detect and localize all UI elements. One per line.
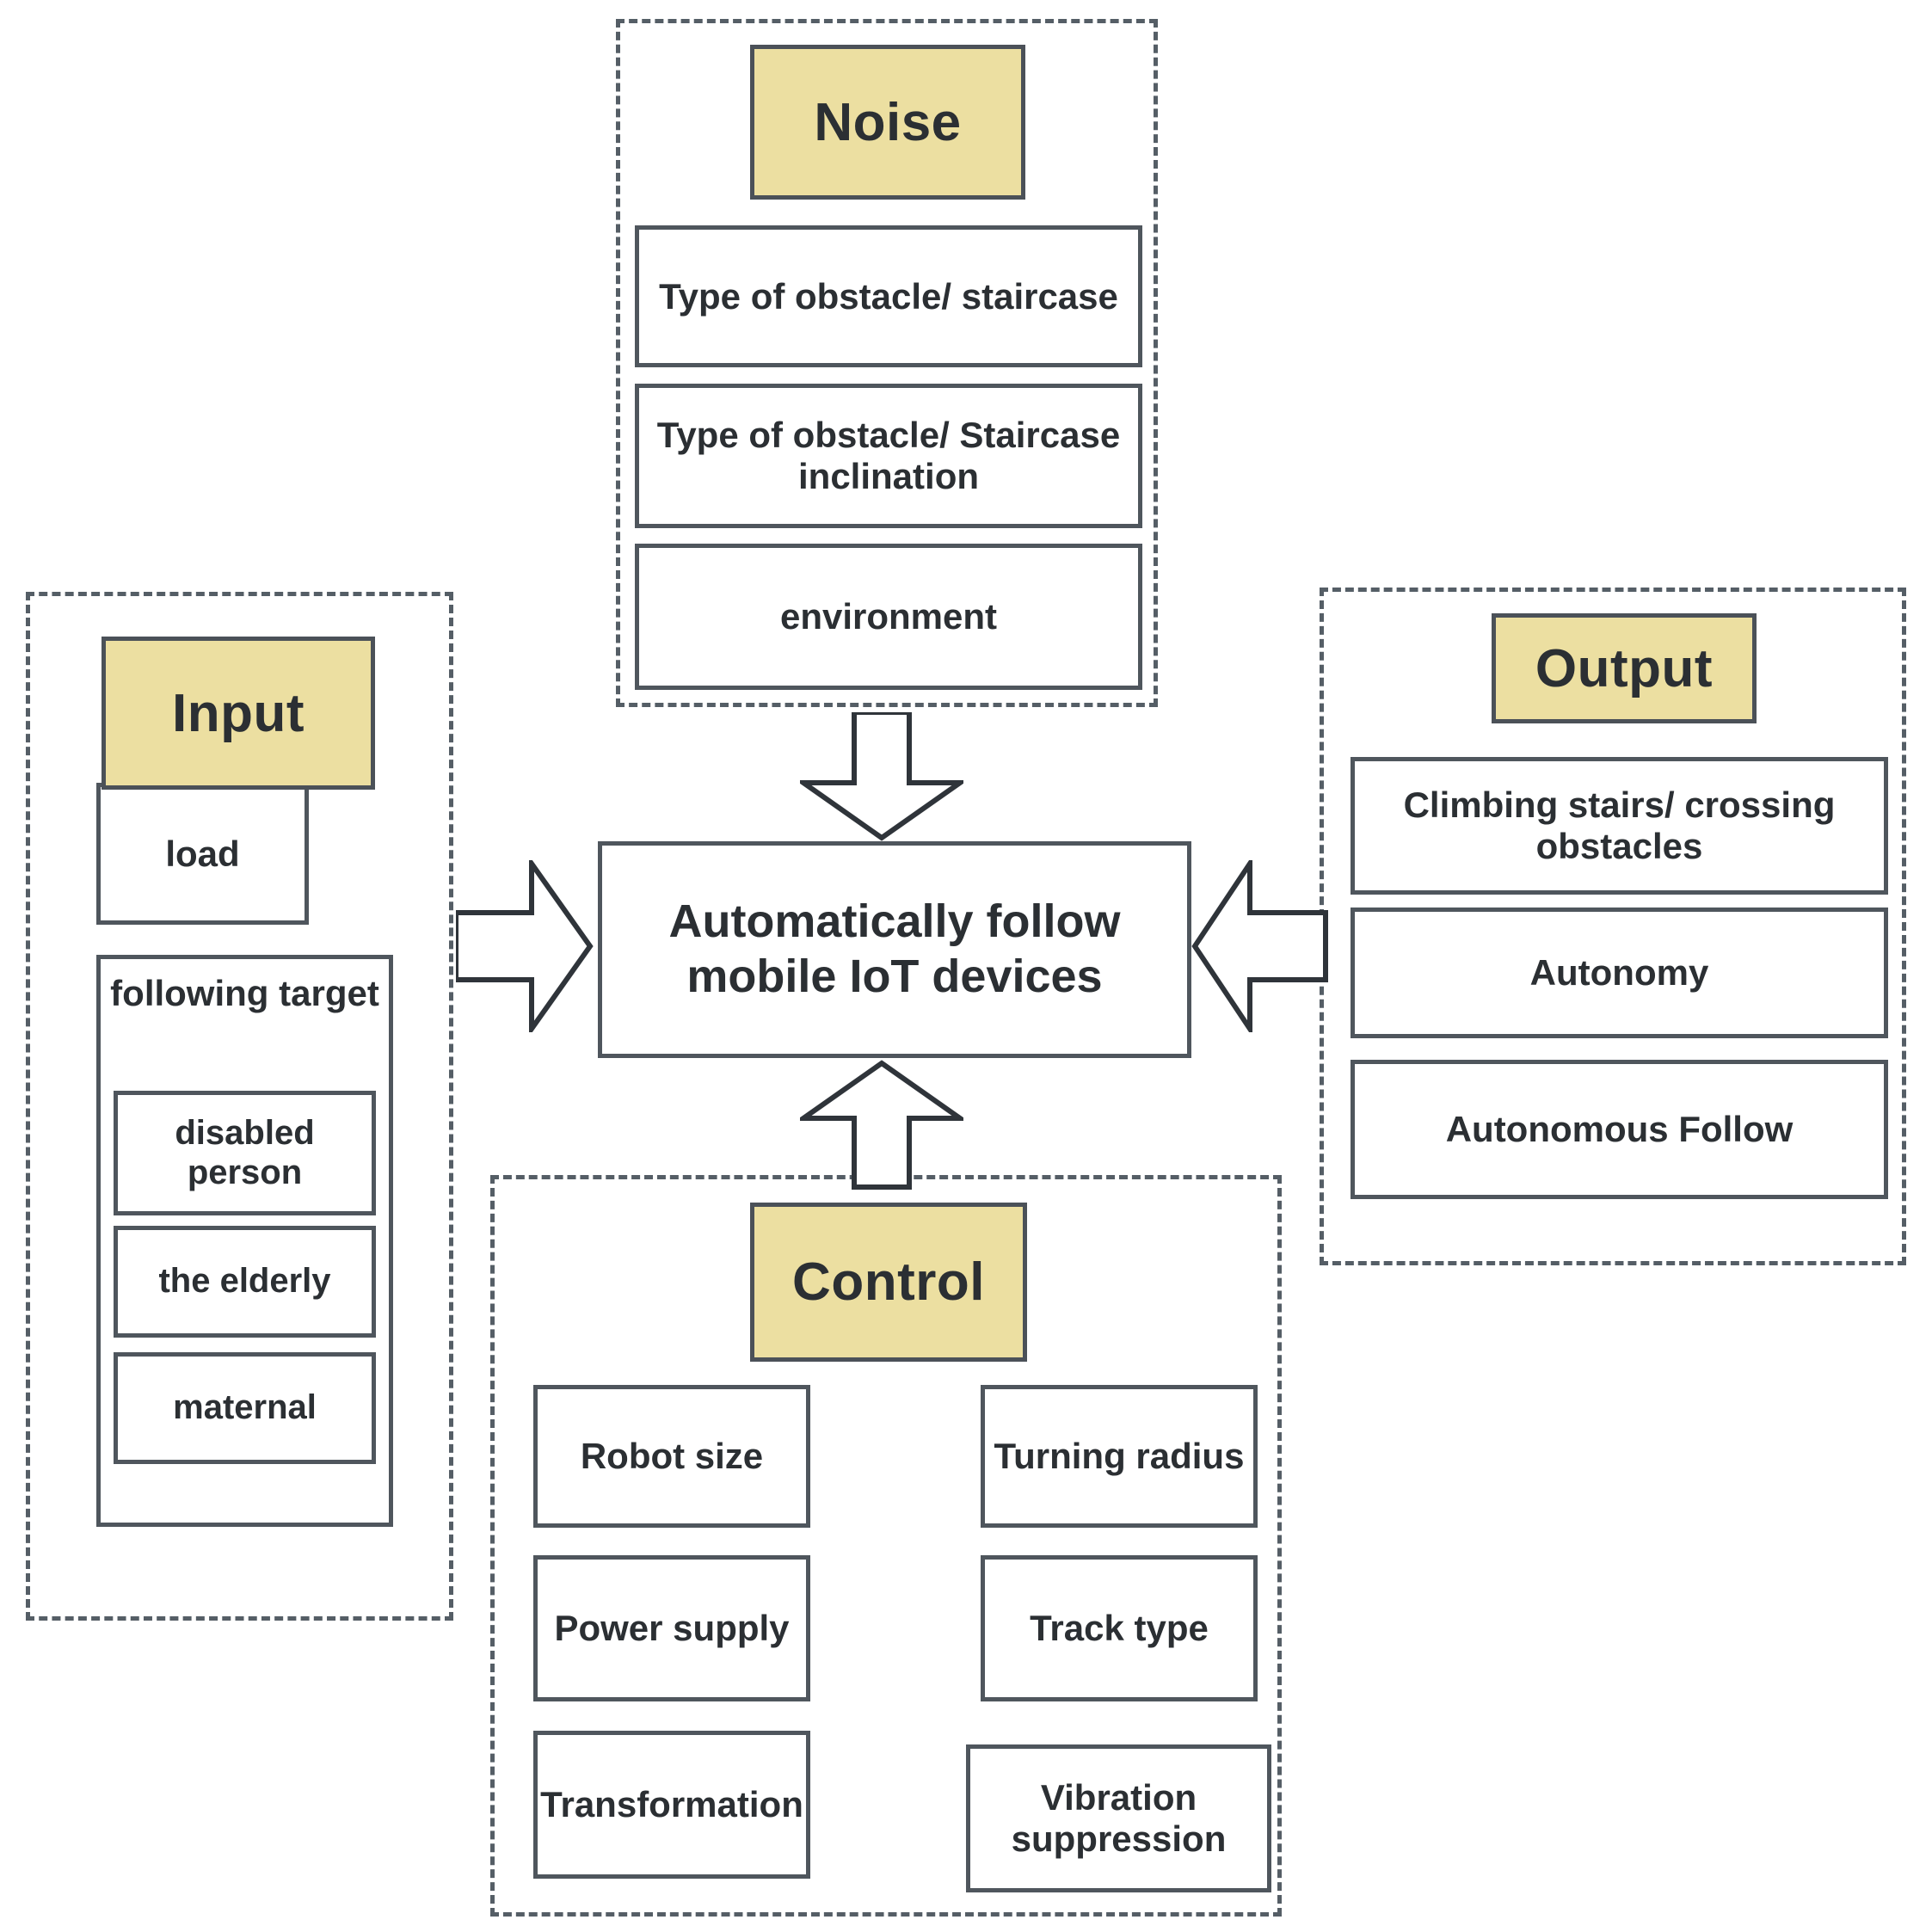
input-header-label: Input [172,683,305,743]
control-header-label: Control [792,1252,985,1312]
input-following-target-item-2-label: maternal [173,1388,317,1427]
control-left-item-1: Power supply [533,1555,810,1701]
output-to-center-arrow [1191,860,1329,1032]
control-left-item-2: Transformation [533,1731,810,1879]
control-left-item-0: Robot size [533,1385,810,1528]
noise-header-label: Noise [814,92,962,152]
noise-item-0: Type of obstacle/ staircase [635,225,1142,367]
center-process-label: Automatically follow mobile IoT devices [668,895,1121,1002]
noise-item-1-label: Type of obstacle/ Staircase inclination [656,415,1121,496]
input-following-target-item-2: maternal [114,1352,376,1464]
output-item-2: Autonomous Follow [1351,1060,1888,1199]
control-left-item-0-label: Robot size [580,1436,764,1477]
noise-group [616,19,1158,707]
input-following-target-item-1-label: the elderly [158,1262,331,1301]
output-header-label: Output [1535,638,1714,698]
output-item-0: Climbing stairs/ crossing obstacles [1351,757,1888,895]
control-right-item-1: Track type [981,1555,1258,1701]
output-item-2-label: Autonomous Follow [1445,1109,1794,1150]
noise-item-2-label: environment [779,596,998,637]
input-load-box: load [96,783,309,925]
input-header-chip: Input [102,637,375,790]
output-header-chip: Output [1492,613,1757,723]
input-following-target-item-1: the elderly [114,1226,376,1338]
noise-item-2: environment [635,544,1142,690]
control-right-item-2-label: Vibration suppression [1011,1777,1227,1859]
noise-item-1: Type of obstacle/ Staircase inclination [635,384,1142,528]
center-process-box: Automatically follow mobile IoT devices [598,841,1191,1058]
noise-item-0-label: Type of obstacle/ staircase [659,275,1118,317]
input-following-target-item-0-label: disabled person [175,1113,315,1191]
control-to-center-arrow [800,1060,963,1191]
input-load-label: load [165,833,240,874]
output-item-1-label: Autonomy [1529,952,1709,994]
control-right-item-1-label: Track type [1030,1608,1209,1649]
control-left-item-1-label: Power supply [554,1608,790,1649]
input-following-target-item-0: disabled person [114,1091,376,1215]
output-item-0-label: Climbing stairs/ crossing obstacles [1403,784,1836,866]
noise-to-center-arrow [800,712,963,841]
output-item-1: Autonomy [1351,908,1888,1038]
input-group [26,592,453,1621]
noise-header-chip: Noise [750,45,1025,200]
control-header-chip: Control [750,1203,1027,1362]
control-right-item-2: Vibration suppression [966,1744,1271,1892]
input-following-target-label: following target [110,973,379,1013]
control-right-item-0-label: Turning radius [994,1436,1245,1477]
input-to-center-arrow [456,860,594,1032]
control-left-item-2-label: Transformation [540,1784,803,1825]
control-right-item-0: Turning radius [981,1385,1258,1528]
